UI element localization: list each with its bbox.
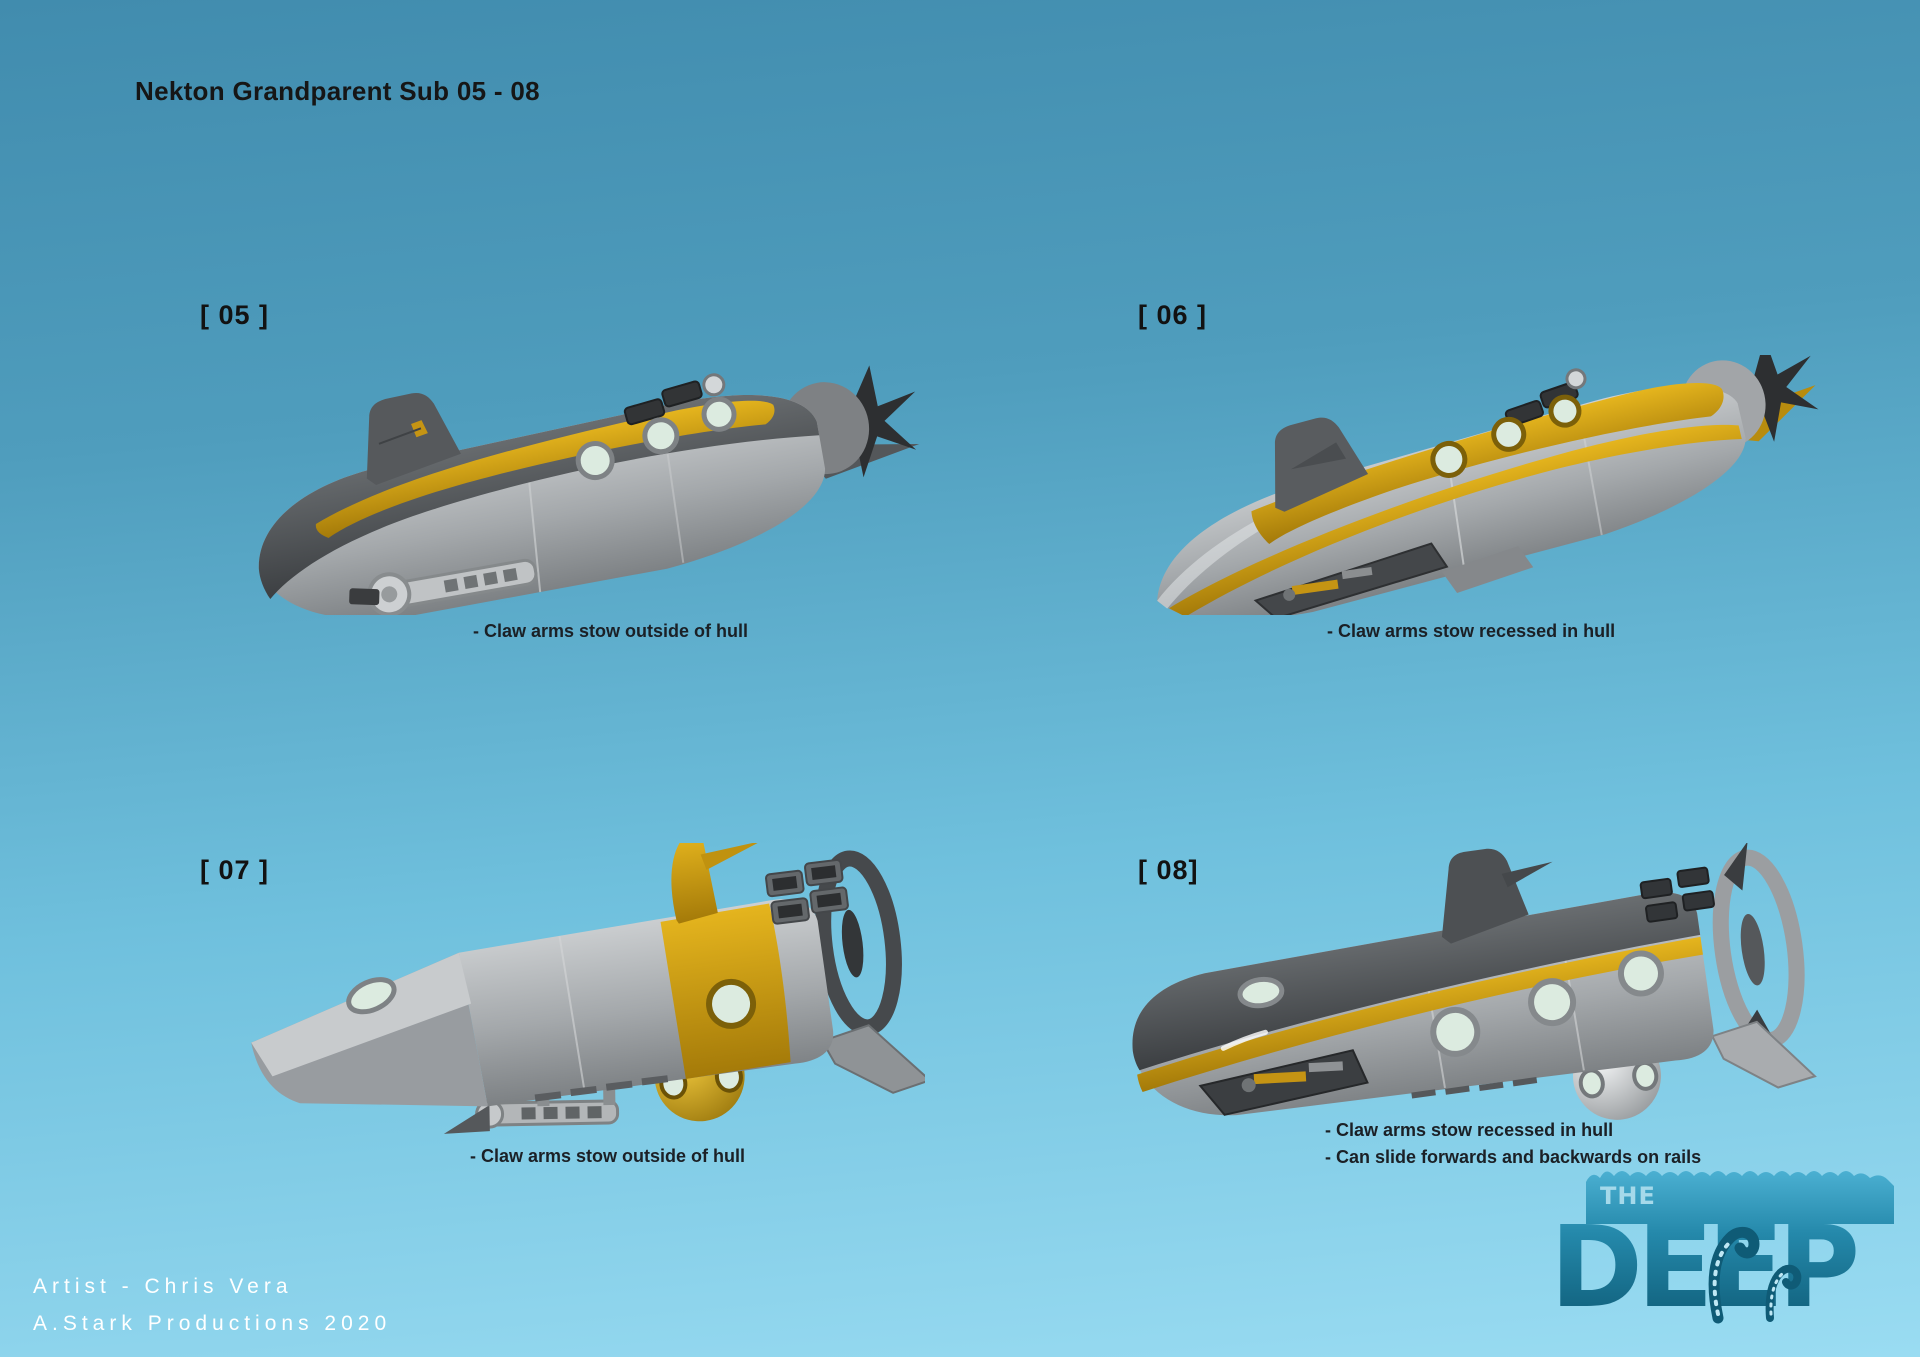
stern-skid [820,1024,925,1094]
deck-hatch [623,398,666,426]
sub-08-notes: - Claw arms stow recessed in hull - Can … [1325,1117,1701,1171]
porthole [1617,950,1664,997]
deck-hatch [661,380,703,408]
sail [1274,417,1369,512]
sub-07-note: - Claw arms stow outside of hull [470,1146,746,1166]
bottom-rail [1411,1077,1538,1099]
credit-production: A.Stark Productions 2020 [33,1312,392,1335]
sub-08-note-line-1: - Claw arms stow recessed in hull [1325,1120,1614,1140]
sub-07-label: [ 07 ] [200,855,270,885]
porthole [1548,394,1582,428]
sail-spike [700,843,762,870]
claw-arm [349,558,538,615]
sail [1441,848,1529,944]
stripe-highlight [1220,1029,1268,1051]
sub-06-note: - Claw arms stow recessed in hull [1327,621,1616,641]
logo-water-bar [1586,1171,1894,1224]
sail-spike [1501,861,1553,888]
bottom-rail [534,1075,669,1102]
deck-dome [1565,368,1587,390]
sail-detail [1291,442,1347,470]
porthole [1491,416,1527,452]
deck-dome [702,373,726,397]
top-vents [765,858,849,925]
sub-07-render [251,843,925,1134]
hull-lower [258,395,826,615]
recessed-claw-bay [1198,1049,1369,1116]
sub-05-render [258,365,920,615]
logo-word: DEEP [1550,1203,1856,1331]
vent-grilles [772,865,842,919]
sub-06-label: [ 06 ] [1138,300,1208,330]
porthole [642,417,680,455]
propeller-icon [1719,355,1819,442]
wedge-bow-top [251,952,472,1077]
stern-skid [1710,1020,1817,1089]
claw-arm [443,1086,620,1134]
sub-08-note-line-2: - Can slide forwards and backwards on ra… [1325,1147,1702,1167]
sail [671,843,718,924]
yellow-stripe [1137,936,1703,1092]
porthole [1528,978,1577,1027]
page-title: Nekton Grandparent Sub 05 - 08 [135,76,540,106]
sub-06-render [1157,355,1819,615]
porthole [1430,440,1468,478]
credits: Artist - Chris Vera A.Stark Productions … [33,1268,391,1342]
hull-upper-dark [258,395,820,600]
sail [366,392,461,485]
sub-05-label: [ 05 ] [200,300,270,330]
tentacle-icon [1708,1226,1802,1324]
porthole [1430,1006,1481,1057]
sub-08-render [1132,843,1817,1120]
top-vents [1639,866,1715,923]
bow-porthole [346,977,397,1015]
porthole [575,441,615,481]
hull-upper-dark [1132,892,1701,1071]
sub-08-label: [ 08] [1138,855,1199,885]
sub-05-note: - Claw arms stow outside of hull [473,621,749,641]
the-deep-logo: DEEP THE [1550,1171,1894,1331]
recessed-claw-bay [1253,542,1534,615]
side-stripe [1169,424,1742,615]
sail-line [378,427,422,445]
deck-yellow [1251,383,1724,545]
logo-prefix: THE [1600,1182,1656,1210]
credit-artist: Artist - Chris Vera [33,1275,293,1298]
bow-porthole [1237,976,1285,1009]
porthole [706,978,757,1029]
porthole [701,396,737,432]
